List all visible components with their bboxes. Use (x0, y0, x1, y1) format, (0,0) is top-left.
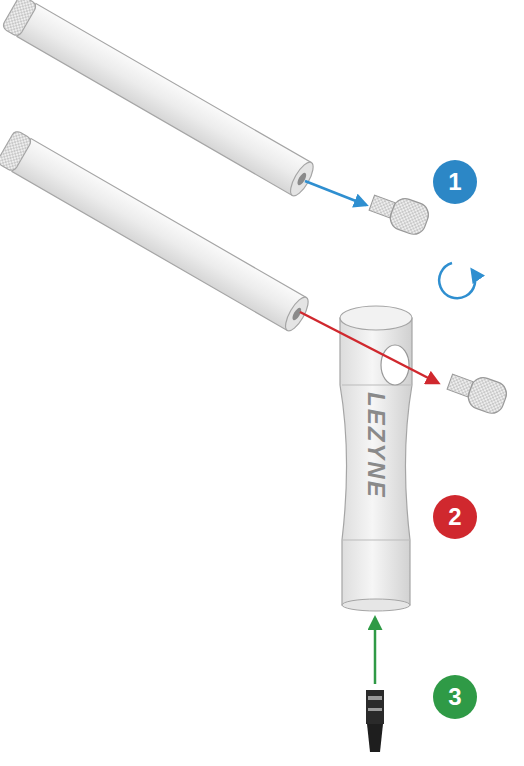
bolt (444, 367, 509, 417)
callout-circle (433, 160, 477, 204)
direction-arrow (305, 181, 366, 205)
bolt (366, 188, 431, 238)
callout-number: 3 (433, 683, 477, 711)
driver-bit (366, 690, 384, 752)
callout-circle (433, 675, 477, 719)
direction-arrow (300, 312, 438, 383)
callout-number: 2 (433, 503, 477, 531)
callout-number: 1 (433, 168, 477, 196)
callout-circle (433, 495, 477, 539)
direction-arrow (374, 618, 377, 684)
brand-text: LEZYNE (362, 392, 390, 499)
rotation-arrow (439, 263, 475, 298)
extension-rod (0, 130, 312, 334)
